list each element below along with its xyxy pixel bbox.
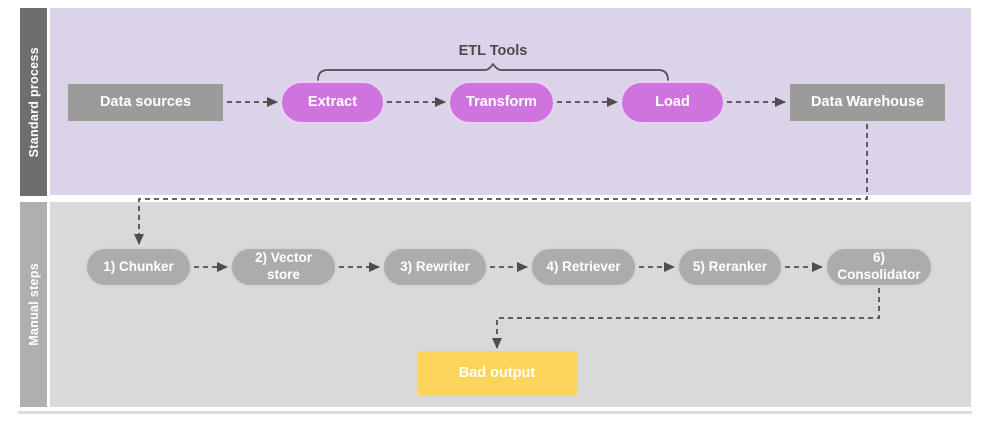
bottom-divider-line xyxy=(18,411,972,414)
node-consolidator: 6) Consolidator xyxy=(825,247,933,287)
node-transform: Transform xyxy=(448,81,555,124)
node-rewriter: 3) Rewriter xyxy=(382,247,488,287)
lane-header-manual-steps: Manual steps xyxy=(20,202,47,407)
node-vector-store: 2) Vector store xyxy=(230,247,337,287)
lane-label-manual-steps: Manual steps xyxy=(26,263,41,346)
etl-tools-label: ETL Tools xyxy=(458,43,528,59)
lane-label-standard-process: Standard process xyxy=(26,46,41,158)
node-chunker: 1) Chunker xyxy=(85,247,192,287)
node-data-sources: Data sources xyxy=(66,82,225,123)
node-load: Load xyxy=(620,81,725,124)
lane-header-standard-process: Standard process xyxy=(20,8,47,196)
node-bad-output: Bad output xyxy=(417,351,577,395)
node-reranker: 5) Reranker xyxy=(677,247,783,287)
node-data-warehouse: Data Warehouse xyxy=(788,82,947,123)
node-extract: Extract xyxy=(280,81,385,124)
node-retriever: 4) Retriever xyxy=(530,247,637,287)
